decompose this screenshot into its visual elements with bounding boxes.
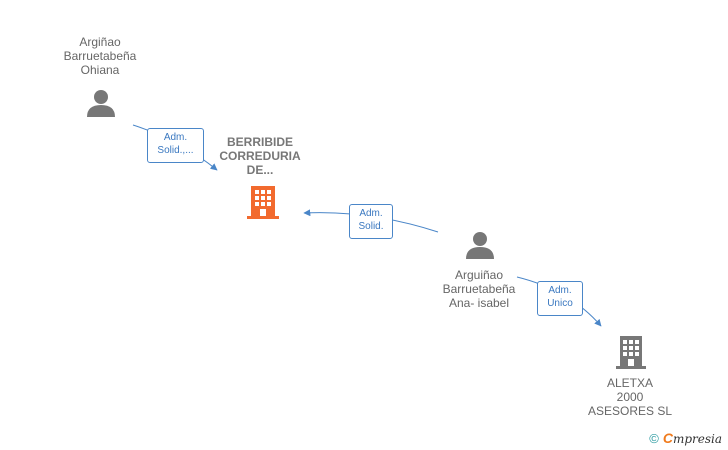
building-icon[interactable] [247, 186, 279, 219]
building-icon[interactable] [616, 336, 646, 369]
person-2-name[interactable]: Arguiñao Barruetabeña Ana- isabel [442, 268, 516, 310]
relation-badge-adm-solid-1[interactable]: Adm. Solid.,... [147, 128, 204, 163]
brand-watermark: © Cmpresia [649, 430, 722, 446]
company-main-name[interactable]: BERRIBIDE CORREDURIA DE... [219, 135, 301, 177]
relation-badge-adm-solid-2[interactable]: Adm. Solid. [349, 204, 393, 239]
person-1-name[interactable]: Argiñao Barruetabeña Ohiana [63, 35, 137, 77]
person-icon[interactable] [466, 232, 494, 259]
brand-logo: Cmpresia [662, 430, 722, 446]
company-2-name[interactable]: ALETXA 2000 ASESORES SL [587, 376, 673, 418]
person-icon[interactable] [87, 90, 115, 117]
relation-badge-adm-unico[interactable]: Adm. Unico [537, 281, 583, 316]
copyright-icon: © [649, 430, 659, 446]
